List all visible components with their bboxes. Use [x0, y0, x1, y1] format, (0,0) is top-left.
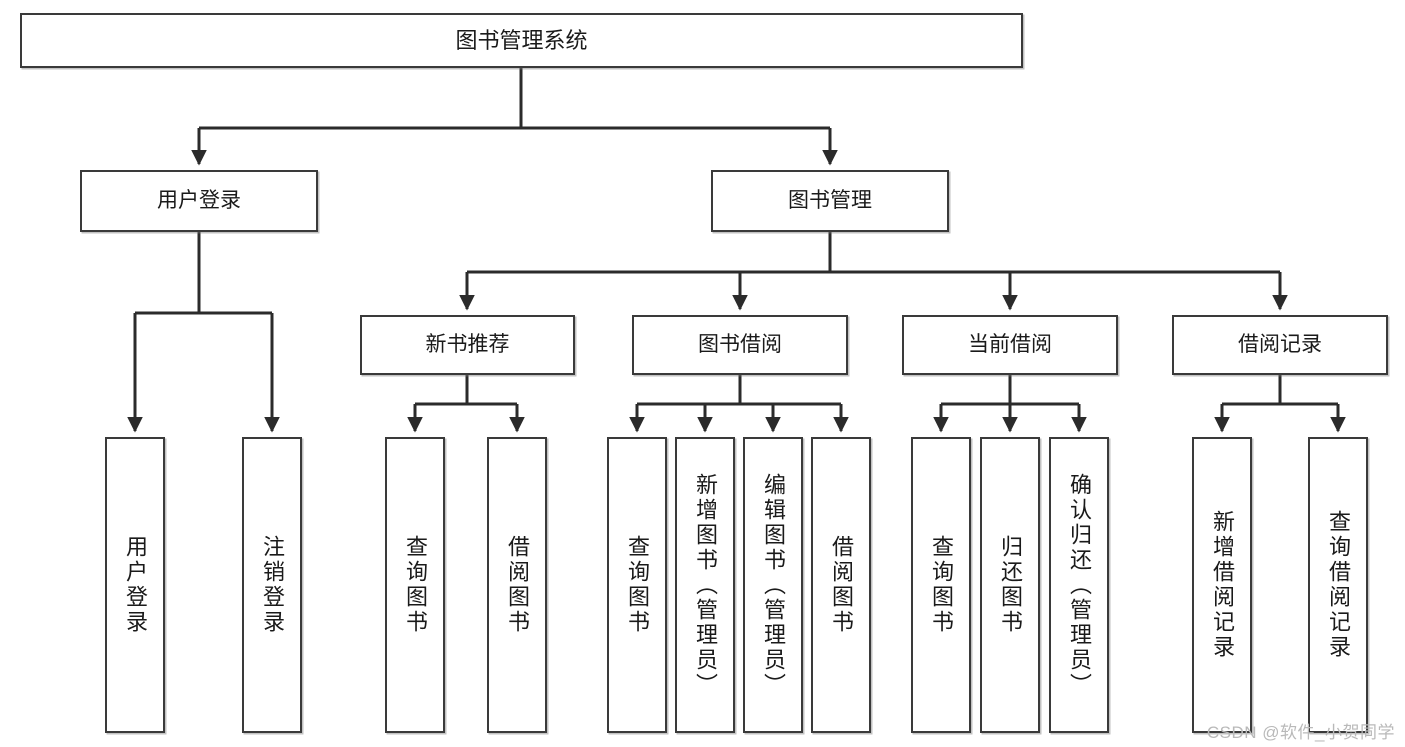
node-leaf-query-book-2-label: 查询图书 — [625, 535, 650, 635]
node-root-label: 图书管理系统 — [455, 27, 588, 53]
node-leaf-edit-book[interactable]: 编辑图书（管理员） — [743, 437, 803, 733]
node-leaf-add-book-label: 新增图书（管理员） — [693, 472, 718, 698]
node-new-book-recommend-label: 新书推荐 — [425, 332, 510, 356]
node-leaf-logout-login[interactable]: 注销登录 — [242, 437, 302, 733]
node-leaf-borrow-book-2-label: 借阅图书 — [829, 535, 854, 635]
node-current-borrow[interactable]: 当前借阅 — [902, 315, 1118, 375]
node-borrow-record-label: 借阅记录 — [1238, 332, 1322, 356]
node-leaf-user-login[interactable]: 用户登录 — [105, 437, 165, 733]
node-leaf-borrow-book-1[interactable]: 借阅图书 — [487, 437, 547, 733]
node-leaf-add-book[interactable]: 新增图书（管理员） — [675, 437, 735, 733]
node-leaf-query-book-1[interactable]: 查询图书 — [385, 437, 445, 733]
node-leaf-borrow-book-2[interactable]: 借阅图书 — [811, 437, 871, 733]
node-leaf-query-book-3[interactable]: 查询图书 — [911, 437, 971, 733]
node-leaf-edit-book-label: 编辑图书（管理员） — [761, 472, 786, 698]
node-leaf-query-record-label: 查询借阅记录 — [1326, 510, 1351, 660]
node-leaf-query-book-1-label: 查询图书 — [403, 535, 428, 635]
node-leaf-logout-login-label: 注销登录 — [260, 535, 285, 635]
node-leaf-confirm-return[interactable]: 确认归还（管理员） — [1049, 437, 1109, 733]
node-new-book-recommend[interactable]: 新书推荐 — [360, 315, 575, 375]
node-user-login-label: 用户登录 — [157, 188, 241, 212]
node-user-login[interactable]: 用户登录 — [80, 170, 318, 232]
node-leaf-user-login-label: 用户登录 — [123, 535, 148, 635]
node-book-borrow[interactable]: 图书借阅 — [632, 315, 848, 375]
node-leaf-add-record-label: 新增借阅记录 — [1210, 510, 1235, 660]
node-root[interactable]: 图书管理系统 — [20, 13, 1023, 68]
node-leaf-borrow-book-1-label: 借阅图书 — [505, 535, 530, 635]
node-book-borrow-label: 图书借阅 — [698, 332, 782, 356]
node-borrow-record[interactable]: 借阅记录 — [1172, 315, 1388, 375]
node-leaf-query-book-2[interactable]: 查询图书 — [607, 437, 667, 733]
node-book-manage-label: 图书管理 — [788, 188, 872, 212]
node-leaf-query-record[interactable]: 查询借阅记录 — [1308, 437, 1368, 733]
node-leaf-return-book-label: 归还图书 — [998, 535, 1023, 635]
node-leaf-add-record[interactable]: 新增借阅记录 — [1192, 437, 1252, 733]
node-book-manage[interactable]: 图书管理 — [711, 170, 949, 232]
node-leaf-query-book-3-label: 查询图书 — [929, 535, 954, 635]
node-current-borrow-label: 当前借阅 — [968, 332, 1052, 356]
node-leaf-return-book[interactable]: 归还图书 — [980, 437, 1040, 733]
node-leaf-confirm-return-label: 确认归还（管理员） — [1067, 472, 1092, 698]
watermark-text: CSDN @软件_小贺同学 — [1206, 723, 1395, 742]
